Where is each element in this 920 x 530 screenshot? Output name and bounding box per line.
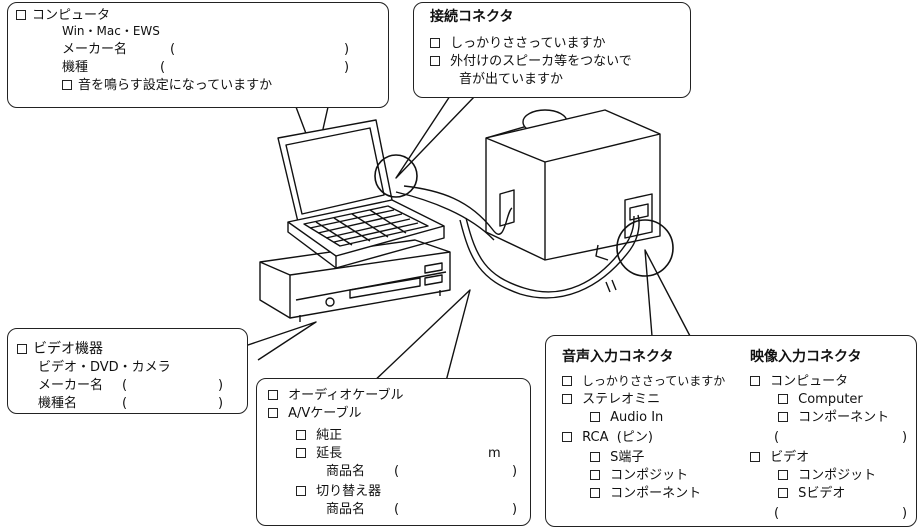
computer-model-paren-open: ( [160,60,166,75]
computer-checkbox[interactable] [16,10,26,20]
video-input-video: ビデオ [750,450,809,465]
video-input-s-video: Sビデオ [778,486,845,501]
audio-in: Audio In [590,410,663,425]
av-cable-checkbox[interactable] [268,408,278,418]
video-title: ビデオ機器 [17,342,103,357]
genuine-checkbox[interactable] [296,430,306,440]
audio-rca: RCA (ピン) [562,430,653,445]
video-maker-label: メーカー名 [38,378,104,393]
cable-extension: 延長 [296,446,342,461]
video-checkbox[interactable] [17,344,27,354]
computer-model-paren-close: ) [344,60,350,75]
s-video-checkbox[interactable] [778,488,788,498]
connector-speaker-checkbox[interactable] [430,56,440,66]
cable-product-paren-open-1: ( [394,464,400,479]
cable-genuine: 純正 [296,428,342,443]
input-zoom-circle [616,219,674,277]
projector-drawing [485,109,661,261]
audio-component: コンポーネント [590,486,701,501]
video-deck-drawing [259,239,451,322]
computer-os-options: Win・Mac・EWS [62,24,160,38]
sound-setting-checkbox[interactable] [62,80,72,90]
audio-composite-checkbox[interactable] [590,470,600,480]
video-maker-paren-close: ) [218,378,224,393]
input-callout [545,335,917,527]
video-video-checkbox[interactable] [750,452,760,462]
computer-sound-setting: 音を鳴らす設定になっていますか [62,78,272,93]
audio-stereo-mini: ステレオミニ [562,392,660,407]
video-maker-paren-open: ( [122,378,128,393]
computer-title: コンピュータ [16,8,110,23]
video-callout [7,328,248,414]
laptop-drawing [277,119,445,269]
audio-composite: コンポジット [590,468,688,483]
video-computer-checkbox[interactable] [750,376,760,386]
cable-product-paren-open-2: ( [394,502,400,517]
video-model-paren-close: ) [218,396,224,411]
video-input-computer: コンピュータ [750,374,848,389]
video-component-checkbox[interactable] [778,412,788,422]
video-paren-open-2: ( [774,506,780,521]
video-input-computer-en: Computer [778,392,863,407]
video-model-label: 機種名 [38,396,78,411]
connector-item-speaker-line2: 音が出ていますか [459,72,564,87]
rca-checkbox[interactable] [562,432,572,442]
cable-av: A/Vケーブル [268,406,362,421]
computer-en-checkbox[interactable] [778,394,788,404]
callout-pointers [241,95,691,386]
stereo-mini-checkbox[interactable] [562,394,572,404]
connector-title: 接続コネクタ [430,9,514,25]
computer-model-label: 機種 [62,60,89,75]
s-terminal-checkbox[interactable] [590,452,600,462]
audio-component-checkbox[interactable] [590,488,600,498]
connector-secure-checkbox[interactable] [430,38,440,48]
cable-product-label-2: 商品名 [326,502,366,517]
cable-switcher: 切り替え器 [296,484,381,499]
computer-maker-paren-close: ) [344,42,350,57]
video-types: ビデオ・DVD・カメラ [38,360,171,375]
cable-product-paren-close-2: ) [512,502,518,517]
connector-callout [413,2,691,98]
audio-s-terminal: S端子 [590,450,644,465]
audio-secure-checkbox[interactable] [562,376,572,386]
video-paren-open-1: ( [774,430,780,445]
cable-product-label-1: 商品名 [326,464,366,479]
connector-item-secure: しっかりささっていますか [430,36,606,51]
audio-cable-checkbox[interactable] [268,390,278,400]
video-input-composite: コンポジット [778,468,876,483]
audio-in-checkbox[interactable] [590,412,600,422]
cable-product-paren-close-1: ) [512,464,518,479]
computer-maker-label: メーカー名 [62,42,128,57]
extension-checkbox[interactable] [296,448,306,458]
computer-maker-paren-open: ( [170,42,176,57]
video-model-paren-open: ( [122,396,128,411]
audio-input-heading: 音声入力コネクタ [562,349,674,365]
video-input-heading: 映像入力コネクタ [750,349,862,365]
video-paren-close-2: ) [902,506,908,521]
cables [395,185,640,299]
video-paren-close-1: ) [902,430,908,445]
video-composite-checkbox[interactable] [778,470,788,480]
computer-callout [7,2,389,108]
cable-audio: オーディオケーブル [268,388,403,403]
switcher-checkbox[interactable] [296,486,306,496]
connector-zoom-circle [374,154,418,198]
cable-meter-unit: m [488,446,501,461]
connector-item-speaker: 外付けのスピーカ等をつないで [430,54,632,69]
video-input-component: コンポーネント [778,410,889,425]
audio-secure: しっかりささっていますか [562,374,725,389]
